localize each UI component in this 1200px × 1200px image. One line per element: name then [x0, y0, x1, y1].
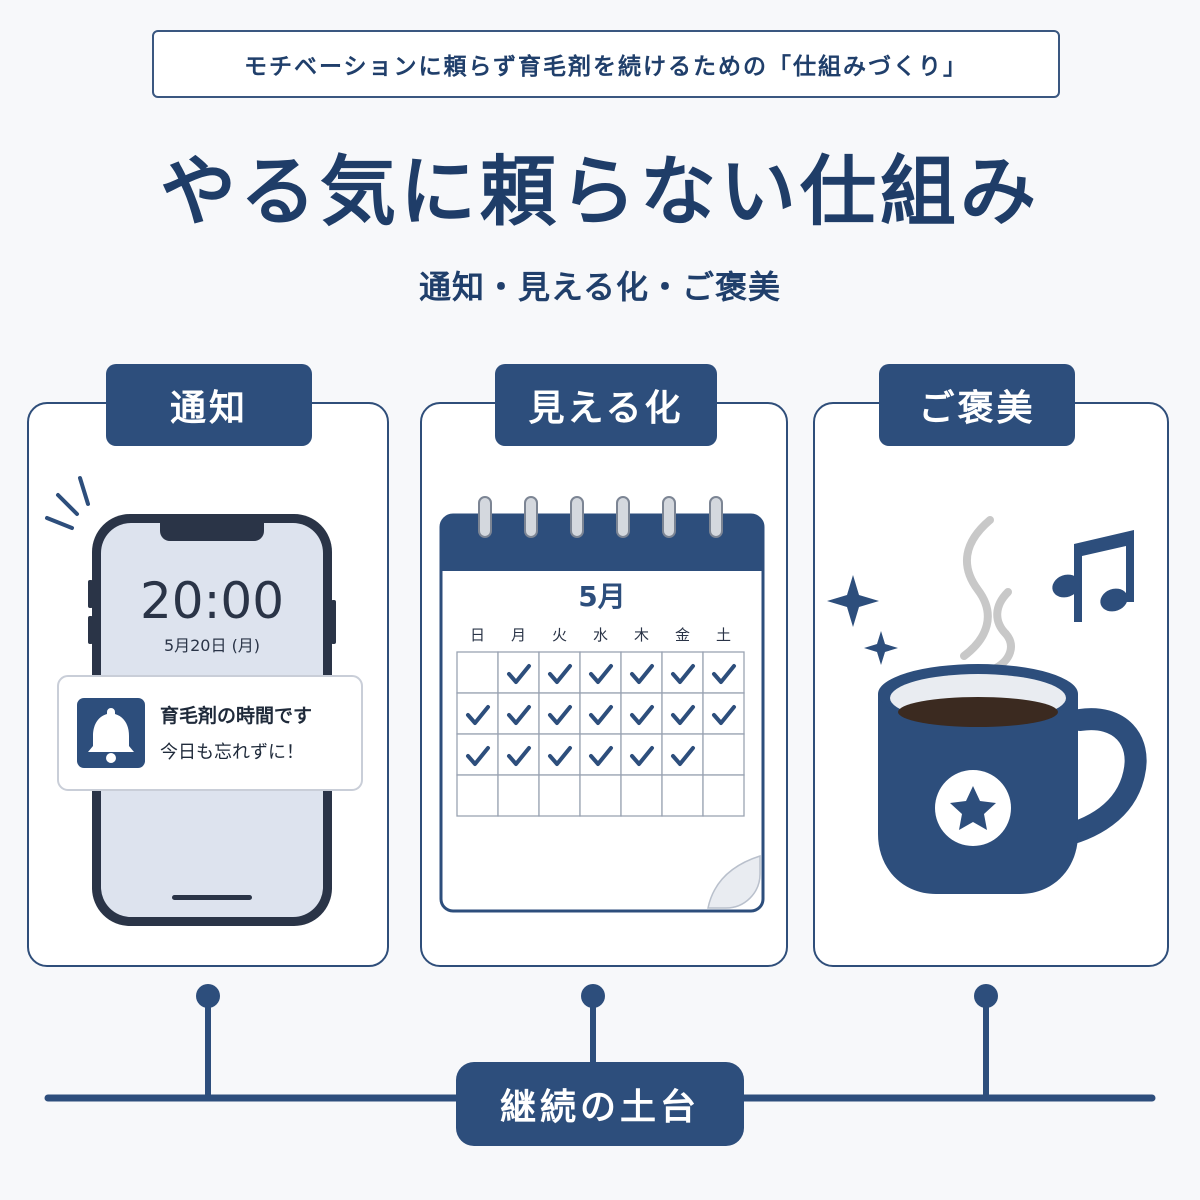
weekday-label: 土: [716, 626, 731, 644]
check-icon: [630, 664, 654, 684]
phone-notch: [160, 523, 264, 541]
check-icon: [548, 664, 572, 684]
weekday-label: 月: [511, 626, 526, 644]
lockscreen-time: 20:00: [140, 572, 284, 630]
calendar-ring: [709, 496, 723, 538]
notification-body: 今日も忘れずに！: [160, 742, 304, 763]
calendar-cell: [579, 733, 622, 776]
check-icon: [589, 705, 613, 725]
card-label-reward: ご褒美: [879, 364, 1075, 446]
weekday-label: 日: [470, 626, 485, 644]
calendar-cell: [661, 733, 704, 776]
check-icon: [548, 746, 572, 766]
check-icon: [671, 746, 695, 766]
card-label-notification: 通知: [106, 364, 312, 446]
music-note-icon: [1052, 530, 1134, 622]
sparkle-icon: [827, 575, 879, 627]
connector-dot-1: [196, 984, 220, 1008]
lockscreen-date: 5月20日 (月): [164, 636, 260, 655]
calendar-ring: [616, 496, 630, 538]
foundation-label: 継続の土台: [456, 1062, 744, 1146]
check-icon: [507, 705, 531, 725]
top-banner: モチベーションに頼らず育毛剤を続けるための「仕組みづくり」: [152, 30, 1060, 98]
home-indicator: [172, 895, 252, 900]
check-icon: [548, 705, 572, 725]
page-curl: [707, 854, 761, 909]
star-icon: [950, 786, 996, 830]
calendar-cell: [661, 651, 704, 694]
calendar-cell: [497, 774, 540, 817]
check-icon: [466, 705, 490, 725]
ringing-icon: [45, 476, 90, 530]
calendar-cell: [538, 733, 581, 776]
bell-icon: [88, 708, 134, 763]
check-icon: [671, 705, 695, 725]
calendar-ring: [662, 496, 676, 538]
calendar-cell: [497, 651, 540, 694]
calendar-ring: [478, 496, 492, 538]
weekday-label: 木: [634, 626, 649, 644]
weekday-label: 水: [593, 626, 608, 644]
calendar-ring: [524, 496, 538, 538]
check-icon: [507, 664, 531, 684]
check-icon: [712, 705, 736, 725]
calendar-cell: [661, 774, 704, 817]
calendar-cell: [538, 651, 581, 694]
check-icon: [589, 664, 613, 684]
notification-title: 育毛剤の時間です: [160, 704, 312, 727]
calendar-cell: [579, 774, 622, 817]
card-label-visualization: 見える化: [495, 364, 717, 446]
check-icon: [466, 746, 490, 766]
check-icon: [630, 705, 654, 725]
connector-dot-2: [581, 984, 605, 1008]
steam-icon: [960, 516, 1015, 672]
calendar-rings: [478, 496, 723, 538]
check-icon: [671, 664, 695, 684]
page-subtitle: 通知・見える化・ご褒美: [418, 268, 782, 306]
weekday-label: 金: [675, 626, 690, 644]
page-title: やる気に頼らない仕組み: [160, 147, 1040, 236]
connector-dot-3: [974, 984, 998, 1008]
calendar-weekdays: 日月火水木金土: [470, 626, 731, 644]
check-icon: [589, 746, 613, 766]
calendar-cell: [456, 774, 499, 817]
calendar-cell: [497, 692, 540, 735]
calendar-grid: [456, 651, 745, 817]
sparkle-small-icon: [864, 631, 898, 665]
check-icon: [630, 746, 654, 766]
calendar-cell: [702, 651, 745, 694]
calendar-month: 5月: [578, 580, 625, 613]
weekday-label: 火: [552, 626, 567, 644]
check-icon: [712, 664, 736, 684]
calendar-cell: [661, 692, 704, 735]
calendar-cell: [538, 692, 581, 735]
calendar-header: [441, 515, 763, 571]
calendar-ring: [570, 496, 584, 538]
coffee-mug-icon: [878, 664, 1147, 894]
calendar-cell: [702, 774, 745, 817]
check-icon: [507, 746, 531, 766]
calendar-cell: [456, 692, 499, 735]
calendar-cell: [620, 692, 663, 735]
